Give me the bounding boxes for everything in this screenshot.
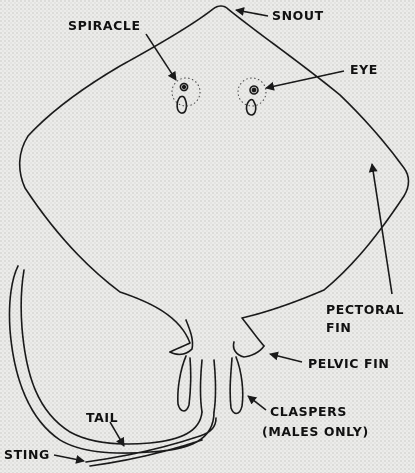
left-eye-pupil: [183, 86, 186, 89]
label-pelvic-fin: PELVIC FIN: [308, 356, 389, 371]
right-eye-pupil: [252, 88, 255, 91]
label-sting: STING: [4, 447, 50, 462]
label-claspers-line1: CLASPERS: [270, 404, 347, 419]
label-snout: SNOUT: [272, 8, 324, 23]
label-eye: EYE: [350, 62, 378, 77]
label-spiracle: SPIRACLE: [68, 18, 141, 33]
label-pectoral-fin-line1: PECTORAL: [326, 302, 404, 317]
label-tail: TAIL: [86, 410, 118, 425]
label-claspers-line2: (MALES ONLY): [262, 424, 369, 439]
label-pectoral-fin-line2: FIN: [326, 320, 351, 335]
